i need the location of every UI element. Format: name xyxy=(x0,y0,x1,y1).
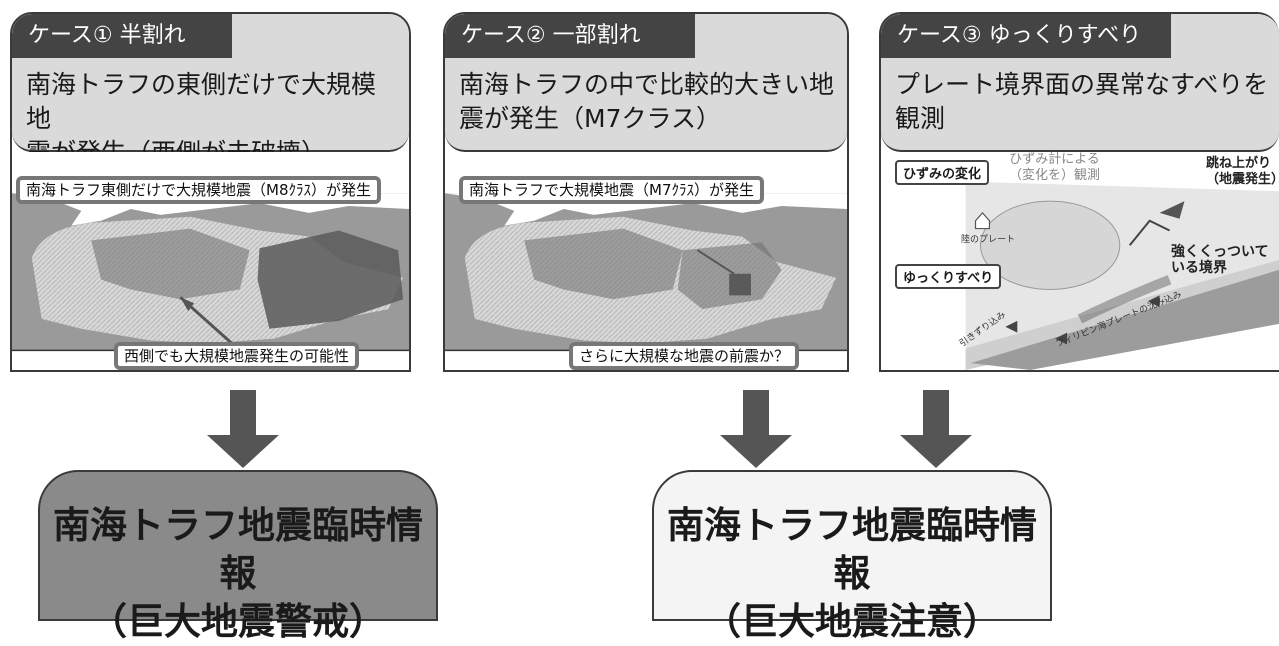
case-2-map: 南海トラフで大規模地震（M7ｸﾗｽ）が発生 さらに大規模な地震の前震か？ xyxy=(445,152,847,370)
case-2-tag: ケース② 一部割れ xyxy=(445,14,695,58)
case-3-tag: ケース③ ゆっくりすべり xyxy=(881,14,1171,58)
warning-title: 南海トラフ地震臨時情報 xyxy=(53,504,423,595)
nankai-trough-map-2 xyxy=(445,193,847,352)
case-2-label-bottom: さらに大規模な地震の前震か？ xyxy=(569,342,800,370)
down-arrow-icon xyxy=(207,390,279,468)
rebound-text: 跳ね上がり （地震発生） xyxy=(1206,156,1279,187)
case-3-diagram: ひずみの変化 ひずみ計による （変化を）観測 跳ね上がり （地震発生） 陸のプレ… xyxy=(881,152,1279,370)
case-1-label-top: 南海トラフ東側だけで大規模地震（M8ｸﾗｽ）が発生 xyxy=(16,176,381,204)
case-2-description: 南海トラフの中で比較的大きい地 震が発生（M7クラス） xyxy=(459,70,835,133)
case-3-panel: ケース③ ゆっくりすべり プレート境界面の異常なすべりを 観測 ひずみの変化 ひ… xyxy=(879,12,1279,372)
result-advisory-box: 南海トラフ地震臨時情報 （巨大地震注意） xyxy=(652,470,1052,643)
case-3-description: プレート境界面の異常なすべりを 観測 xyxy=(895,70,1269,133)
down-arrow-icon xyxy=(900,390,972,468)
advisory-subtitle: （巨大地震注意） xyxy=(704,600,1000,643)
case-2-label-top: 南海トラフで大規模地震（M7ｸﾗｽ）が発生 xyxy=(459,176,764,204)
case-1-header: ケース① 半割れ 南海トラフの東側だけで大規模地 震が発生（西側が未破壊） xyxy=(12,14,409,167)
case-2-header: ケース② 一部割れ 南海トラフの中で比較的大きい地 震が発生（M7クラス） xyxy=(445,14,847,152)
plate-boundary-diagram xyxy=(881,152,1279,370)
strain-change-box: ひずみの変化 xyxy=(895,160,990,185)
strongly-coupled-text: 強くくっついて いる境界 xyxy=(1171,244,1269,276)
advisory-title: 南海トラフ地震臨時情報 xyxy=(667,504,1037,595)
case-1-panel: ケース① 半割れ 南海トラフの東側だけで大規模地 震が発生（西側が未破壊） 南海… xyxy=(10,12,411,372)
result-warning-box: 南海トラフ地震臨時情報 （巨大地震警戒） xyxy=(38,470,438,643)
case-1-label-bottom: 西側でも大規模地震発生の可能性 xyxy=(114,342,360,370)
land-plate-text: 陸のプレート xyxy=(961,235,1016,245)
case-1-tag: ケース① 半割れ xyxy=(12,14,232,58)
slow-slip-box: ゆっくりすべり xyxy=(895,264,1002,289)
down-arrow-icon xyxy=(720,390,792,468)
warning-subtitle: （巨大地震警戒） xyxy=(90,600,386,643)
case-1-map: 南海トラフ東側だけで大規模地震（M8ｸﾗｽ）が発生 西側でも大規模地震発生の可能… xyxy=(12,152,409,370)
case-2-panel: ケース② 一部割れ 南海トラフの中で比較的大きい地 震が発生（M7クラス） 南海… xyxy=(443,12,849,372)
case-3-header: ケース③ ゆっくりすべり プレート境界面の異常なすべりを 観測 xyxy=(881,14,1279,152)
strain-meter-text: ひずみ計による （変化を）観測 xyxy=(1009,152,1101,183)
